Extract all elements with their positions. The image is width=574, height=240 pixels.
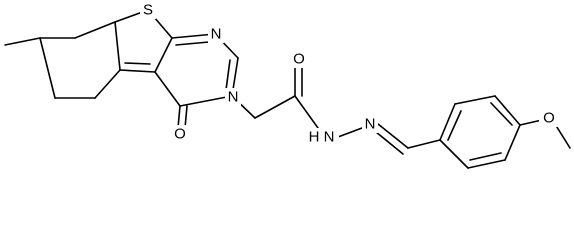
bond-ch-ar bbox=[407, 139, 441, 149]
bond-ar6-ar1-double bbox=[447, 110, 462, 141]
bond-ch2-co bbox=[254, 95, 296, 119]
bond-ar4-o bbox=[519, 119, 543, 126]
bond-layer bbox=[4, 9, 571, 169]
bond-co-nh bbox=[294, 95, 319, 129]
bond-c7a-c4a bbox=[114, 21, 121, 71]
bond-o-ch3 bbox=[554, 123, 571, 149]
bond-ar2-ar3 bbox=[467, 159, 506, 169]
atom-oxygen-ketone-label: O bbox=[174, 126, 186, 143]
bond-ar4-ar5-double bbox=[490, 102, 513, 126]
bond-c4-c6 bbox=[39, 37, 56, 99]
atom-sulfur: S bbox=[140, 1, 156, 19]
bond-c7-c7a bbox=[74, 21, 116, 39]
bond-ar1-ar2 bbox=[439, 139, 469, 169]
bond-c4b-c4a bbox=[119, 69, 156, 73]
atom-oxygen-amide: O bbox=[289, 50, 309, 68]
bond-n3-c4 bbox=[179, 95, 233, 107]
bond-c8a-n1 bbox=[171, 33, 216, 39]
bond-ar5-ar6 bbox=[454, 95, 496, 105]
atom-nitrogen-hydrazide-label: N bbox=[324, 129, 335, 146]
atom-oxygen-amide-label: O bbox=[293, 51, 305, 68]
bond-c4-o-double bbox=[184, 105, 188, 129]
atom-nitrogen-ring: N bbox=[225, 88, 241, 106]
atom-oxygen-methoxy-label: O bbox=[543, 110, 555, 127]
bond-c4b-c4a-double bbox=[124, 62, 151, 65]
bond-ar3-ar4 bbox=[504, 124, 521, 161]
atom-layer: S N N O O H N bbox=[140, 1, 559, 146]
molecule-drawing: S N N O O H N bbox=[4, 1, 571, 169]
bond-c8a-n1-double bbox=[175, 41, 210, 46]
atom-nitrogen-imine-label: N bbox=[365, 116, 376, 133]
atom-nitrogen-ring-label: N bbox=[228, 89, 239, 106]
bond-n-ch-double bbox=[375, 131, 404, 155]
bond-c4a-c5 bbox=[94, 69, 121, 99]
bond-c8a-c4b bbox=[154, 37, 173, 73]
bond-c2-n3-double bbox=[225, 59, 231, 91]
atom-hydrogen-label: H bbox=[309, 129, 320, 146]
bond-ar2-ar3-double bbox=[469, 152, 502, 161]
atom-nitrogen-hydrazide: H N bbox=[305, 128, 339, 146]
structure-canvas: S N N O O H N bbox=[4, 1, 571, 169]
bond-methyl bbox=[4, 37, 41, 46]
atom-oxygen-methoxy: O bbox=[539, 109, 559, 127]
bond-c4-o bbox=[177, 105, 181, 129]
atom-oxygen-ketone: O bbox=[170, 125, 190, 143]
atom-sulfur-label: S bbox=[143, 2, 153, 19]
atom-nitrogen-imine: N bbox=[362, 115, 378, 133]
bond-ar6-ar1 bbox=[439, 103, 456, 141]
bond-n-ch bbox=[377, 123, 409, 149]
atom-nitrogen-pyrimidine: N bbox=[208, 25, 224, 43]
bond-ar4-ar5 bbox=[494, 95, 521, 126]
atom-nitrogen-pyrimidine-label: N bbox=[211, 26, 222, 43]
bond-c4-c4b bbox=[154, 71, 181, 107]
